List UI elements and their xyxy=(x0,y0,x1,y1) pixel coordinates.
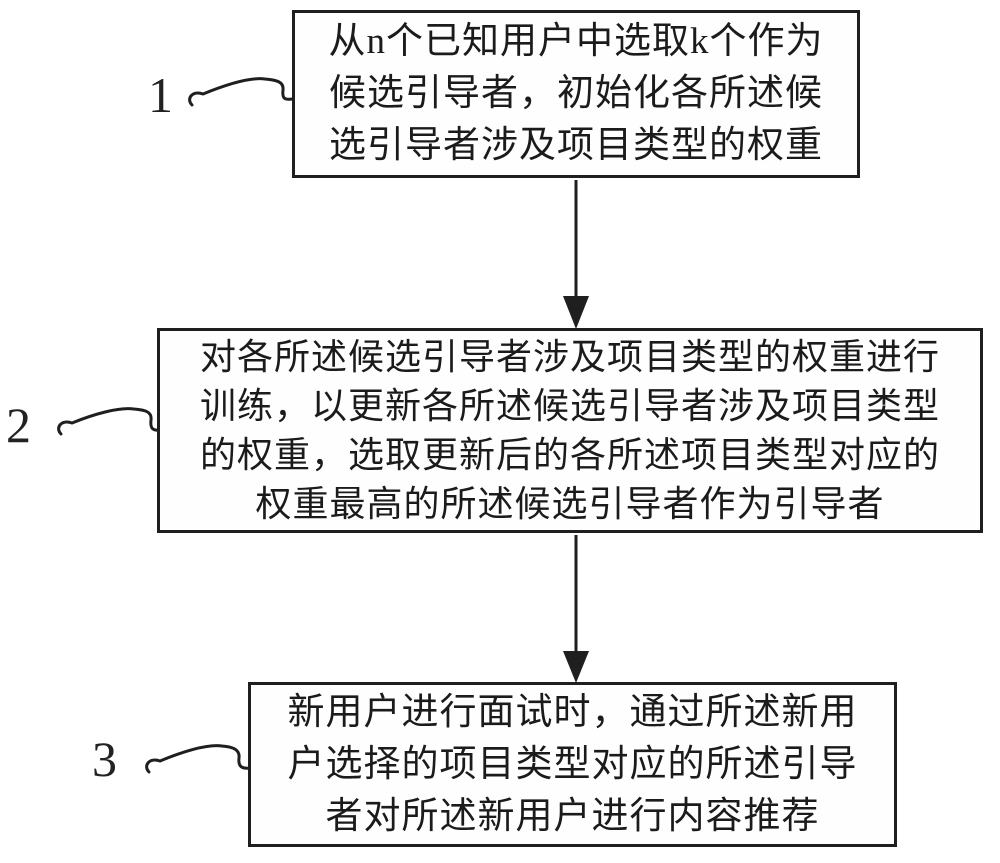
step-1-number: 1 xyxy=(148,67,173,123)
step-1-text-line: 选引导者涉及项目类型的权重 xyxy=(329,125,823,166)
step-3-text-line: 者对所述新用户进行内容推荐 xyxy=(325,795,820,837)
step-3-box: 新用户进行面试时，通过所述新用 户选择的项目类型对应的所述引导 者对所述新用户进… xyxy=(248,682,897,847)
step-1-text-line: 从n个已知用户中选取k个作为 xyxy=(328,21,824,62)
step-1-box: 从n个已知用户中选取k个作为 候选引导者，初始化各所述候 选引导者涉及项目类型的… xyxy=(292,10,860,178)
step-2-box: 对各所述候选引导者涉及项目类型的权重进行 训练，以更新各所述候选引导者涉及项目类… xyxy=(157,328,983,533)
step-3-text-line: 新用户进行面试时，通过所述新用 xyxy=(287,691,858,733)
arrow-down-1-icon xyxy=(563,180,589,329)
step-2-text-line: 的权重，选取更新后的各所述项目类型对应的 xyxy=(199,434,940,475)
step-2-text-line: 权重最高的所述候选引导者作为引导者 xyxy=(255,483,885,524)
step-3-text-line: 户选择的项目类型对应的所述引导 xyxy=(287,743,858,785)
arrow-down-2-icon xyxy=(563,535,589,683)
leader-line-1 xyxy=(188,77,294,107)
leader-line-3 xyxy=(145,744,253,774)
leader-line-2 xyxy=(57,407,163,436)
step-1-text-line: 候选引导者，初始化各所述候 xyxy=(329,73,823,114)
step-2-text-line: 对各所述候选引导者涉及项目类型的权重进行 xyxy=(199,336,940,377)
step-2-text-line: 训练，以更新各所述候选引导者涉及项目类型 xyxy=(199,385,940,426)
step-2-number: 2 xyxy=(6,397,31,453)
step-3-number: 3 xyxy=(92,731,117,787)
